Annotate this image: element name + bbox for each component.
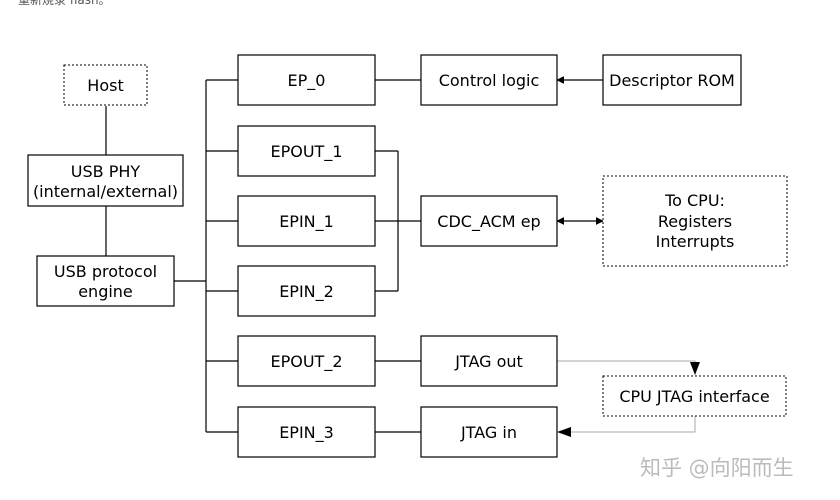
protocol-label-line1: USB protocol [54,262,157,281]
epin3-label: EPIN_3 [279,423,334,443]
descriptor-rom-label: Descriptor ROM [609,71,735,90]
epin3-box: EPIN_3 [237,406,376,458]
cpu-label-line2: Registers [658,212,732,231]
to-cpu-box: To CPU: Registers Interrupts [602,175,788,267]
cpujtag-jtagin-line [560,416,696,433]
epout2-label: EPOUT_2 [270,352,342,372]
protocol-label-line2: engine [78,282,133,301]
epin1-box: EPIN_1 [237,195,376,247]
zhihu-watermark: 知乎 @向阳而生 [640,456,794,480]
cdc-acm-label: CDC_ACM ep [437,212,540,232]
jtagin-arrowhead [557,427,571,437]
epin1-label: EPIN_1 [279,212,334,232]
control-logic-box: Control logic [420,54,558,106]
ep0-label: EP_0 [288,71,326,91]
cpu-jtag-interface-box: CPU JTAG interface [602,375,787,417]
jtagout-cpujtag-line [557,360,696,375]
epout1-box: EPOUT_1 [237,125,376,177]
jtag-out-box: JTAG out [420,335,558,387]
control-logic-label: Control logic [439,71,540,90]
cdc-acm-box: CDC_ACM ep [420,195,558,247]
epout2-box: EPOUT_2 [237,335,376,387]
jtag-in-box: JTAG in [420,406,558,458]
usb-protocol-engine-box: USB protocol engine [36,255,175,307]
jtag-in-label: JTAG in [460,423,517,442]
descriptor-rom-box: Descriptor ROM [602,54,742,106]
epin2-box: EPIN_2 [237,265,376,317]
usb-phy-label-line2: (internal/external) [33,182,178,201]
top-text-snippet: 重新烧录 flash。 [18,0,111,7]
cpu-label-line3: Interrupts [656,232,735,251]
cpu-jtag-label: CPU JTAG interface [619,387,769,406]
jtagout-arrowhead [690,362,700,375]
epin2-label: EPIN_2 [279,282,334,302]
jtag-out-label: JTAG out [454,352,523,371]
arrows [556,76,700,437]
ep0-box: EP_0 [237,54,376,106]
usb-phy-label-line1: USB PHY [71,162,141,181]
usb-phy-box: USB PHY (internal/external) [27,154,184,207]
epout1-label: EPOUT_1 [270,142,342,162]
connectors [105,79,421,433]
cpu-label-line1: To CPU: [664,191,725,210]
host-box: Host [63,64,148,106]
host-label: Host [87,76,123,95]
